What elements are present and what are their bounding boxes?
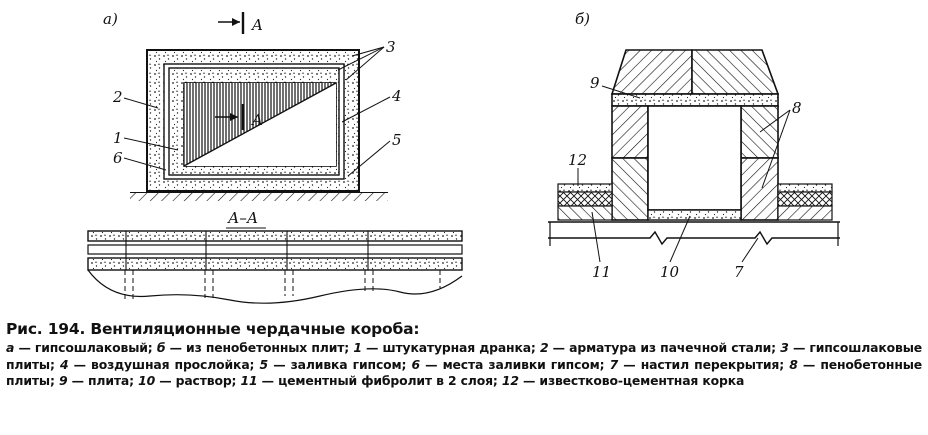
technical-drawing: а) A A 2 — [87, 10, 840, 304]
decking-right — [777, 205, 833, 221]
fibrolite-left — [557, 191, 613, 207]
legend-text: пенобетонные плиты; — [6, 356, 923, 389]
legend-key: 1 — [353, 340, 362, 355]
legend-text: арматура из пачечной стали; — [569, 340, 776, 355]
legend-entry: 8 — пенобетонные плиты; — [6, 356, 923, 389]
panel-a-drawing: а) A A 2 — [87, 10, 463, 304]
floor-break-line — [548, 230, 840, 246]
legend-entry: а — гипсошлаковый; — [6, 340, 153, 355]
channel — [647, 105, 742, 211]
legend-key: 5 — [259, 356, 269, 372]
legend-key: б — [156, 340, 166, 355]
legend-entry: 12 — известково-цементная корка — [501, 373, 745, 388]
legend-text: места заливки гипсом; — [442, 356, 605, 372]
caption-title: Вентиляционные чердачные короба: — [90, 320, 420, 338]
ground-hatch — [130, 193, 388, 201]
legend-entry: 2 — арматура из пачечной стали; — [539, 340, 776, 355]
legend-key: 7 — [609, 356, 619, 372]
callout-6: 6 — [113, 149, 123, 167]
legend-key: 12 — [501, 373, 519, 388]
cap-right — [691, 49, 780, 95]
legend-text: известково-цементная корка — [539, 373, 745, 388]
legend-key: 9 — [58, 373, 68, 388]
panel-b-drawing: б) 9 8 12 — [548, 10, 840, 281]
legend-entry: 4 — воздушная прослойка; — [59, 356, 255, 372]
callout-11: 11 — [592, 263, 611, 281]
callout-10: 10 — [660, 263, 680, 281]
legend-entry: 7 — настил перекрытия; — [609, 356, 785, 372]
legend-key: 11 — [240, 373, 258, 388]
section-a-a: А–А — [87, 209, 463, 304]
callout-5: 5 — [392, 131, 402, 149]
legend-key: а — [6, 340, 15, 355]
callout-3: 3 — [386, 38, 396, 56]
section-title: А–А — [227, 209, 258, 227]
legend-text: плита; — [88, 373, 134, 388]
wall-right-bottom — [740, 157, 779, 221]
callout-9: 9 — [590, 74, 600, 92]
legend-text: настил перекрытия; — [640, 356, 785, 372]
caption-title-line: Рис. 194. Вентиляционные чердачные короб… — [6, 318, 922, 340]
callouts-a: 2 1 6 3 4 5 — [112, 38, 402, 177]
legend-entry: 9 — плита; — [58, 373, 134, 388]
decking-left — [557, 205, 613, 221]
legend-key: 3 — [780, 340, 789, 355]
callouts-b: 9 8 12 11 10 7 — [568, 74, 802, 281]
legend-entry: б — из пенобетонных плит; — [156, 340, 350, 355]
legend-key: 4 — [59, 356, 69, 372]
legend-entry: 1 — штукатурная дранка; — [353, 340, 536, 355]
wall-left-bottom — [611, 157, 649, 221]
crust-left — [557, 183, 613, 193]
legend-text: гипсошлаковый; — [34, 340, 153, 355]
legend-entry: 10 — раствор; — [138, 373, 237, 388]
wall-right-top — [740, 105, 779, 159]
callout-2: 2 — [112, 88, 123, 106]
fibrolite-right — [777, 191, 833, 207]
crust-right — [777, 183, 833, 193]
callout-4: 4 — [391, 87, 402, 105]
figure-caption: Рис. 194. Вентиляционные чердачные короб… — [6, 318, 922, 390]
legend-text: из пенобетонных плит; — [186, 340, 350, 355]
caption-legend: а — гипсошлаковый; б — из пенобетонных п… — [6, 340, 922, 390]
legend-text: раствор; — [175, 373, 237, 388]
slab — [611, 93, 779, 107]
callout-1: 1 — [113, 129, 123, 147]
legend-text: цементный фибролит в 2 слоя; — [278, 373, 498, 388]
section-arrow-inner: A — [215, 104, 263, 130]
legend-entry: 6 — места заливки гипсом; — [411, 356, 605, 372]
section-mark-inner: A — [250, 111, 263, 129]
legend-key: 6 — [411, 356, 420, 372]
legend-text: воздушная прослойка; — [91, 356, 255, 372]
legend-text: заливка гипсом; — [290, 356, 407, 372]
mortar — [647, 209, 742, 221]
panel-b-label: б) — [575, 10, 590, 28]
wall-left-top — [611, 105, 649, 159]
legend-key: 8 — [789, 356, 798, 372]
callout-8: 8 — [792, 99, 802, 117]
legend-entry: 11 — цементный фибролит в 2 слоя; — [240, 373, 498, 388]
legend-entry: 3 — гипсошлаковые плиты; — [6, 340, 922, 372]
callout-12: 12 — [568, 151, 587, 169]
legend-entry: 5 — заливка гипсом; — [259, 356, 407, 372]
callout-7: 7 — [734, 263, 744, 281]
legend-text: гипсошлаковые плиты; — [6, 340, 922, 372]
cap-left — [610, 49, 693, 95]
section-arrow-top: A — [218, 12, 263, 34]
legend-text: штукатурная дранка; — [382, 340, 536, 355]
section-mark-top: A — [250, 16, 263, 34]
caption-number: Рис. 194. — [6, 320, 86, 338]
legend-key: 10 — [138, 373, 156, 388]
legend-key: 2 — [539, 340, 549, 355]
panel-a-label: а) — [103, 10, 118, 28]
